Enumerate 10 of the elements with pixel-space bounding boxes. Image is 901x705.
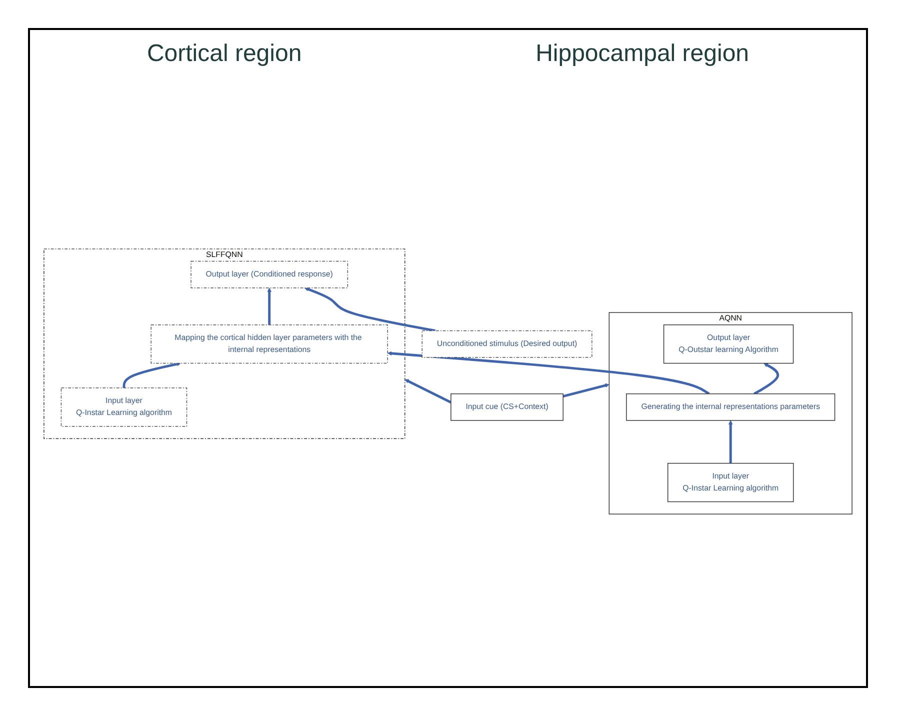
region-heading: Cortical region bbox=[146, 40, 302, 68]
arrow bbox=[404, 378, 452, 403]
arrow bbox=[387, 350, 710, 394]
arrow bbox=[754, 362, 780, 394]
arrow bbox=[728, 420, 733, 463]
arrow bbox=[267, 287, 272, 324]
region-heading: Hippocampal region bbox=[536, 40, 750, 68]
arrow bbox=[304, 286, 436, 332]
arrow bbox=[122, 361, 181, 388]
arrow bbox=[562, 382, 610, 397]
